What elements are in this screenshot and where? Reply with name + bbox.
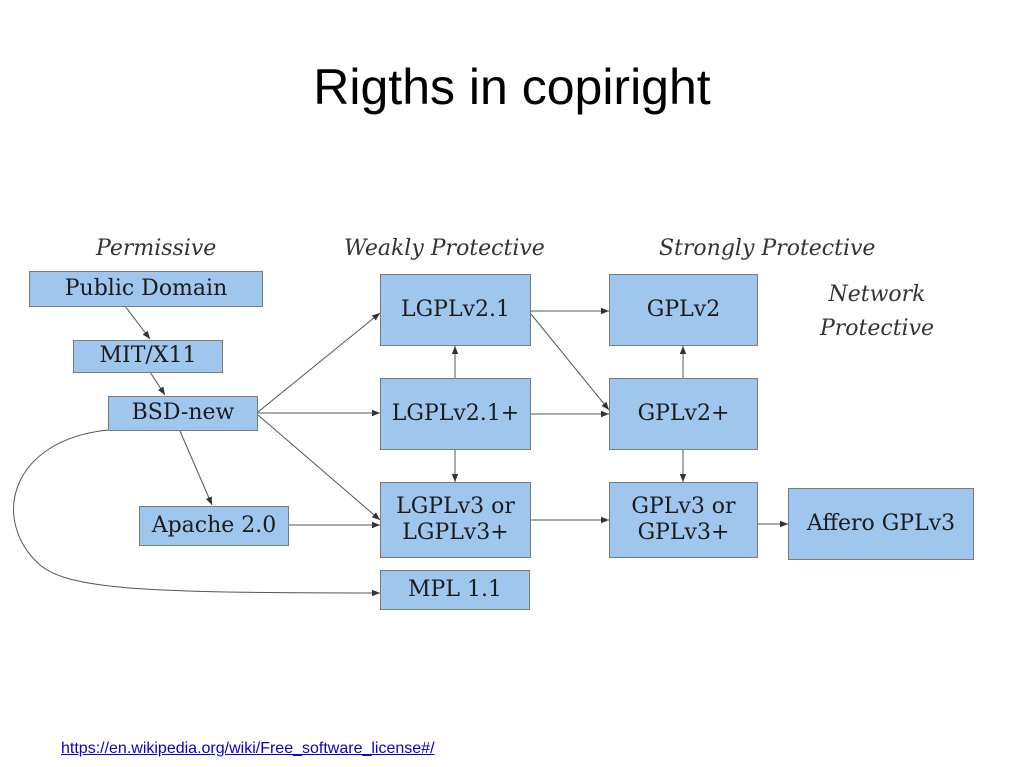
- slide-title: Rigths in copiright: [313, 59, 711, 115]
- category-strongly-protective: Strongly Protective: [659, 236, 876, 261]
- node-label: GPLv2+: [637, 400, 730, 426]
- category-permissive: Permissive: [96, 236, 217, 261]
- node-label: GPLv3 or GPLv3+: [631, 493, 736, 545]
- node-lgplv3: LGPLv3 or LGPLv3+: [380, 482, 531, 558]
- node-label: LGPLv2.1: [400, 296, 510, 322]
- node-label: Public Domain: [64, 275, 228, 301]
- node-mpl-1-1: MPL 1.1: [380, 570, 530, 610]
- node-public-domain: Public Domain: [29, 271, 263, 307]
- node-label: Apache 2.0: [151, 512, 277, 538]
- edge-lgplv21-gplv2plus: [530, 313, 610, 411]
- node-label: Affero GPLv3: [806, 510, 956, 536]
- node-affero-gplv3: Affero GPLv3: [788, 488, 974, 560]
- edge-bsd-mpl: [13, 429, 381, 597]
- node-label: LGPLv2.1+: [391, 400, 520, 426]
- node-label: MPL 1.1: [408, 576, 502, 602]
- node-label: BSD-new: [131, 400, 235, 426]
- category-weakly-protective: Weakly Protective: [344, 236, 545, 261]
- node-lgplv2-1-plus: LGPLv2.1+: [380, 378, 531, 450]
- edge-publicdomain-mit: [124, 305, 151, 340]
- node-gplv2-plus: GPLv2+: [609, 378, 758, 450]
- node-lgplv2-1: LGPLv2.1: [380, 274, 531, 346]
- node-gplv2: GPLv2: [609, 274, 758, 346]
- node-gplv3: GPLv3 or GPLv3+: [609, 482, 758, 558]
- source-link[interactable]: https://en.wikipedia.org/wiki/Free_softw…: [61, 740, 435, 757]
- category-network-protective: Network Protective: [819, 282, 935, 342]
- edge-bsd-lgplv3: [257, 414, 381, 521]
- edge-mit-bsd: [149, 371, 166, 396]
- node-apache-2-0: Apache 2.0: [139, 506, 289, 546]
- node-label: LGPLv3 or LGPLv3+: [396, 493, 515, 545]
- node-mit-x11: MIT/X11: [73, 340, 223, 373]
- node-label: GPLv2: [646, 296, 721, 322]
- node-label: MIT/X11: [99, 343, 197, 369]
- edge-bsd-lgplv21: [257, 312, 381, 413]
- node-bsd-new: BSD-new: [108, 396, 258, 431]
- edge-bsd-apache: [179, 430, 213, 506]
